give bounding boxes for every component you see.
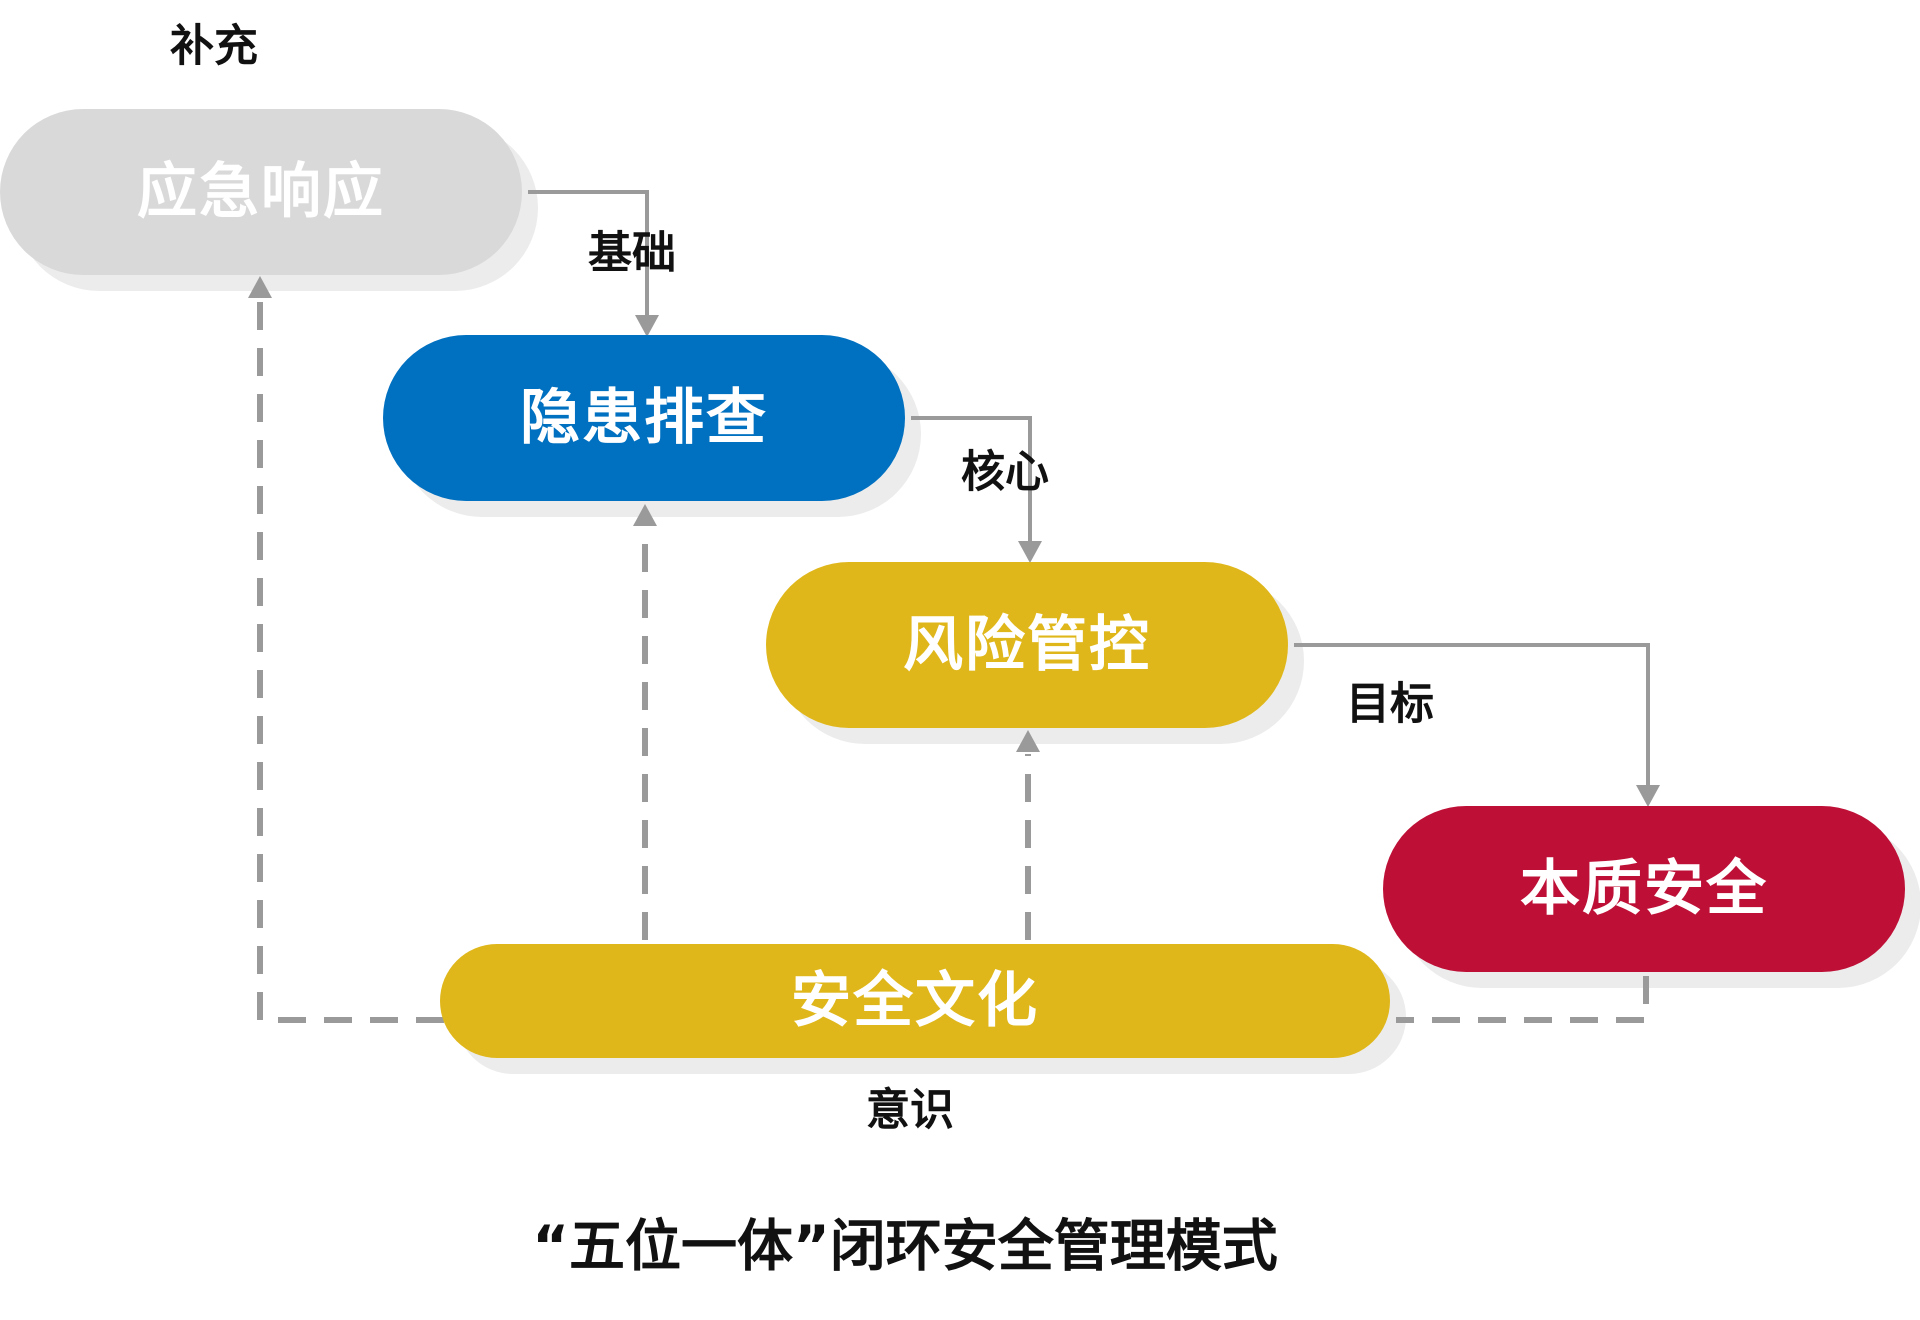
arrowhead-up-icon	[248, 276, 272, 298]
connector-risk-to-intrinsic	[1294, 643, 1650, 792]
solid-connectors	[528, 190, 1660, 807]
arrowhead-up-icon	[1016, 730, 1040, 752]
node-emergency: 应急响应	[0, 109, 522, 275]
edge-label-foundation: 基础	[588, 228, 676, 279]
node-emergency-label: 应急响应	[137, 157, 385, 227]
node-culture: 安全文化	[440, 944, 1390, 1058]
node-risk-label: 风险管控	[903, 610, 1151, 680]
node-hazard: 隐患排查	[383, 335, 905, 501]
node-intrinsic-pill	[1383, 806, 1905, 972]
node-intrinsic: 本质安全	[1383, 806, 1905, 972]
arrowhead-down-icon	[635, 315, 659, 337]
node-hazard-label: 隐患排查	[520, 383, 768, 453]
edge-label-supplement: 补充	[170, 21, 258, 72]
edge-label-core: 核心	[961, 447, 1049, 498]
edge-labels: 补充 基础 核心 目标 意识	[170, 21, 1434, 1136]
node-emergency-pill	[0, 109, 522, 275]
dashed-culture-to-emergency	[257, 300, 444, 1023]
arrowhead-down-icon	[1018, 541, 1042, 563]
node-hazard-pill	[383, 335, 905, 501]
arrowhead-down-icon	[1636, 785, 1660, 807]
node-risk-pill	[766, 562, 1288, 728]
edge-label-goal: 目标	[1346, 679, 1434, 730]
node-culture-pill	[440, 944, 1390, 1058]
connector-emergency-to-hazard	[528, 190, 649, 322]
node-intrinsic-label: 本质安全	[1520, 854, 1768, 924]
connector-hazard-to-risk	[911, 416, 1032, 548]
node-culture-label: 安全文化	[791, 966, 1039, 1036]
arrowhead-up-icon	[633, 504, 657, 526]
dashed-connectors	[248, 276, 1649, 1023]
dashed-intrinsic-to-culture	[1396, 976, 1649, 1023]
edge-label-awareness: 意识	[866, 1085, 954, 1136]
diagram-caption: “五位一体”闭环安全管理模式	[532, 1215, 1278, 1280]
node-risk: 风险管控	[766, 562, 1288, 728]
